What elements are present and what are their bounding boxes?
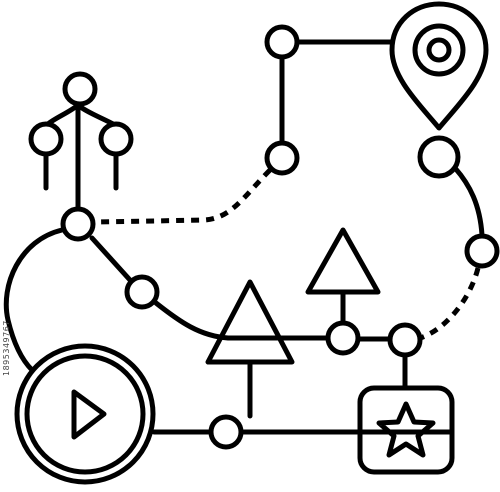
tree-small-icon xyxy=(305,227,381,325)
play-button-icon xyxy=(14,343,156,485)
branch-arrows-icon xyxy=(28,71,134,211)
location-pin-icon xyxy=(389,1,489,131)
route-paths xyxy=(3,39,485,435)
route-nodes xyxy=(60,24,500,450)
node-center xyxy=(325,320,361,356)
watermark-side-id: 1895349767 xyxy=(2,320,11,376)
star-badge-icon xyxy=(357,385,455,475)
node-top xyxy=(264,24,300,60)
route-segment-diagonal xyxy=(89,235,133,283)
route-curve-right xyxy=(452,165,485,238)
route-curve-middle xyxy=(153,300,330,341)
route-dashed-right xyxy=(419,267,481,341)
tree-icon xyxy=(205,279,295,419)
route-dashed-left xyxy=(96,168,272,225)
node-right xyxy=(387,322,423,358)
node-left xyxy=(60,206,96,242)
node-pin-bottom xyxy=(417,135,461,179)
node-bottom xyxy=(208,414,244,450)
node-left-lower xyxy=(124,274,160,310)
node-mid-top xyxy=(264,140,300,176)
node-far-right xyxy=(464,233,500,269)
route-loop-left xyxy=(3,227,65,373)
